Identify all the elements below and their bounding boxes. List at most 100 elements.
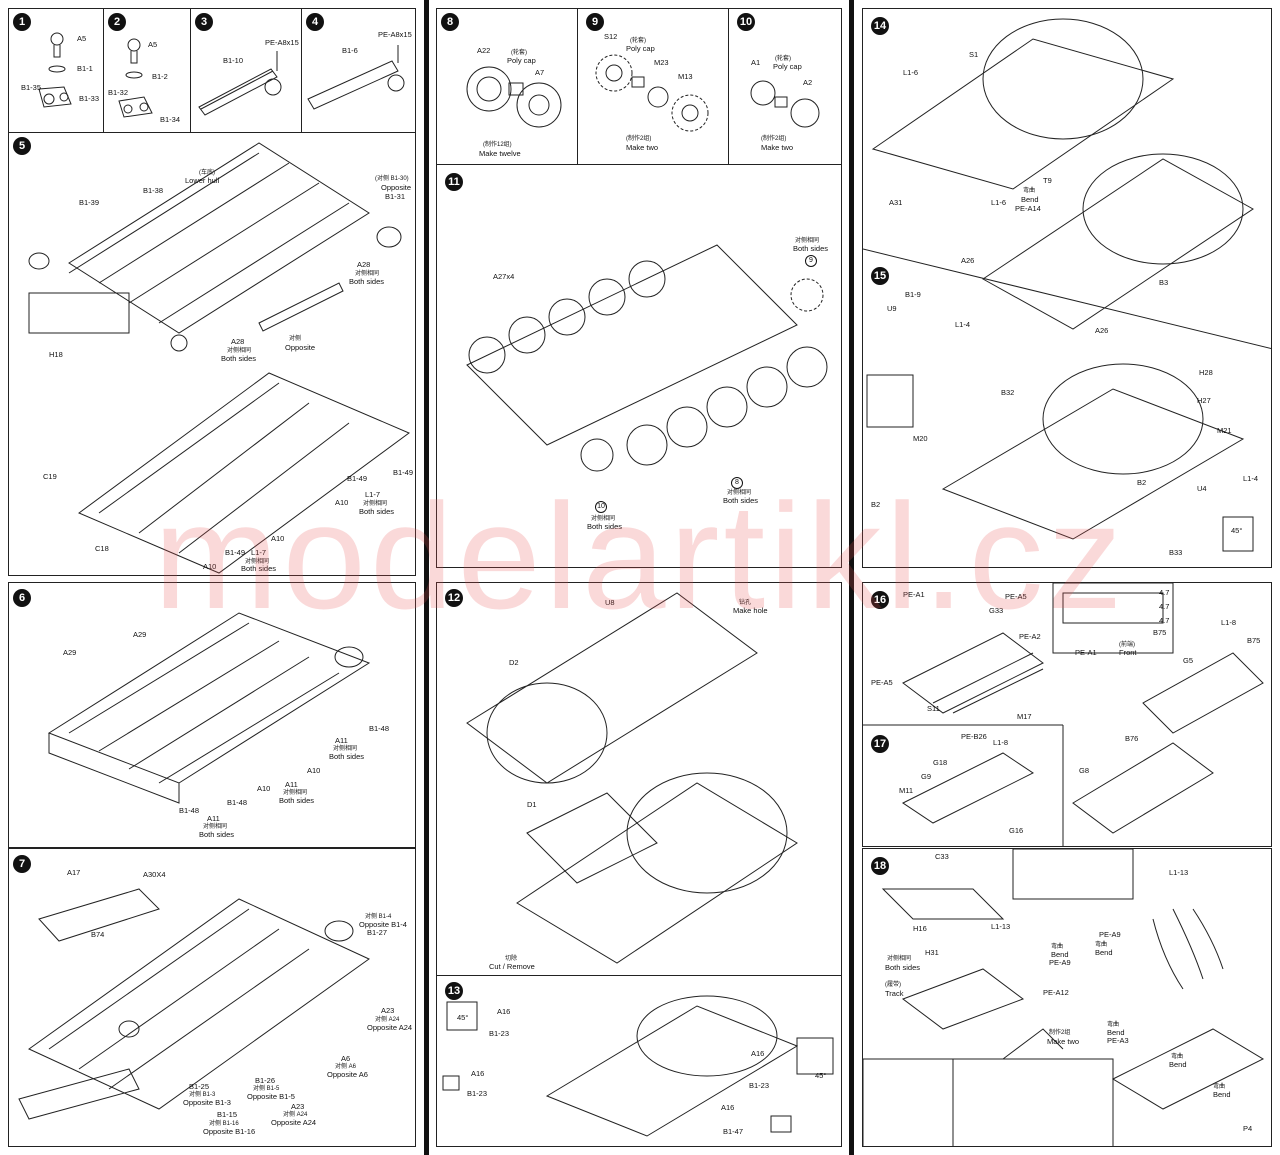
part-label: D2 xyxy=(509,658,519,667)
part-label: (车底) xyxy=(199,170,215,176)
part-label: Track xyxy=(885,989,904,998)
part-label: L1-6 xyxy=(903,68,919,77)
part-label: H28 xyxy=(1199,368,1213,377)
part-label: G8 xyxy=(1079,766,1090,775)
column-divider-right xyxy=(849,0,854,1155)
step-4-drawing xyxy=(307,45,405,110)
part-label: L1-4 xyxy=(955,320,971,329)
step-number: 2 xyxy=(108,13,126,31)
part-label: PE-A1 xyxy=(1075,648,1097,657)
part-label: PE-A12 xyxy=(1043,988,1069,997)
part-label: A26 xyxy=(961,256,975,265)
step-ref-8: 8 xyxy=(731,477,743,489)
step-5-panel: 5 (车底) Lower hull B1-38 B1-39 (对侧 B1-30)… xyxy=(8,132,416,576)
part-label: Bend xyxy=(1169,1060,1187,1069)
part-label: H31 xyxy=(925,948,939,957)
part-label: L1-7 xyxy=(251,548,267,557)
step-2-panel: 2 A5 B1-2 B1-32 B1-34 xyxy=(103,8,191,133)
part-label: U4 xyxy=(1197,484,1207,493)
part-label: M13 xyxy=(678,72,693,81)
part-label: S11 xyxy=(927,704,940,713)
part-label: B1-49 xyxy=(393,468,414,477)
step-7-drawing xyxy=(18,888,370,1120)
part-label: A10 xyxy=(335,498,349,507)
part-label: G33 xyxy=(989,606,1004,615)
part-label: B1-34 xyxy=(160,115,181,124)
step-4-panel: 4 PE-A8x15 B1-6 xyxy=(301,8,416,133)
step-18-panel: 18 C33 H16 L1-13 H31 对侧相同 Both sides (履带… xyxy=(862,848,1272,1147)
part-label: (轮套) xyxy=(630,38,646,44)
part-label: B1-9 xyxy=(905,290,921,299)
part-label: G18 xyxy=(933,758,948,767)
part-label: A23 xyxy=(381,1006,395,1015)
step-14-15-panel: 14 S1 L1-6 L1-6 A31 弯曲 Bend T9 PE-A14 A2… xyxy=(862,8,1272,568)
part-label: 对侧 B1-5 xyxy=(253,1086,280,1092)
part-label: B1-25 xyxy=(189,1082,210,1091)
part-label: L1-8 xyxy=(1221,618,1237,627)
step-13-panel: 13 A16 B1-23 A16 B1-23 A16 B1-23 A16 B1-… xyxy=(436,975,842,1147)
part-label: Lower hull xyxy=(185,176,220,185)
part-label: 对侧相同 xyxy=(887,956,912,962)
part-label: 对侧 A24 xyxy=(283,1112,308,1118)
part-label: A26 xyxy=(1095,326,1109,335)
part-label: A16 xyxy=(721,1103,735,1112)
part-label: B1-32 xyxy=(108,88,129,97)
part-label: 钻孔 xyxy=(739,600,752,606)
part-label: B1-1 xyxy=(77,64,93,73)
part-label: B1-39 xyxy=(79,198,100,207)
part-label: 弯曲 xyxy=(1171,1054,1184,1060)
part-label: Both sides xyxy=(221,354,257,363)
step-10-panel: 10 A1 (轮套) Poly cap A2 (制作2组) Make two xyxy=(728,8,842,165)
part-label: Both sides xyxy=(723,496,759,505)
part-label: Front xyxy=(1119,648,1137,657)
part-label: Poly cap xyxy=(773,62,802,71)
step-number: 4 xyxy=(306,13,324,31)
step-5-drawing xyxy=(28,142,410,574)
part-label: P4 xyxy=(1243,1124,1253,1133)
step-8-drawing xyxy=(466,66,562,128)
part-label: PE-A8x15 xyxy=(378,30,412,39)
part-label: B74 xyxy=(91,930,105,939)
part-label: PE-A5 xyxy=(1005,592,1027,601)
step-number: 9 xyxy=(586,13,604,31)
part-label: Opposite B1-16 xyxy=(203,1127,256,1136)
part-label: 弯曲 xyxy=(1107,1022,1120,1028)
part-label: 对侧 A24 xyxy=(375,1017,400,1023)
part-label: M11 xyxy=(899,786,914,795)
part-label: B1-10 xyxy=(223,56,244,65)
part-label: B1-49 xyxy=(347,474,368,483)
part-label: B3 xyxy=(1159,278,1169,287)
step-11-panel: 11 A27x4 对侧相同 Both sides 9 8 对侧相同 Both s… xyxy=(436,164,842,568)
part-label: B1-23 xyxy=(489,1029,510,1038)
part-label: D1 xyxy=(527,800,537,809)
part-label: (轮套) xyxy=(775,56,791,62)
part-label: C18 xyxy=(95,544,109,553)
part-label: Make hole xyxy=(733,606,768,615)
part-label: Both sides xyxy=(329,752,365,761)
part-label: Both sides xyxy=(241,564,277,573)
part-label: B2 xyxy=(871,500,881,509)
part-label: (履带) xyxy=(885,982,901,988)
part-label: M21 xyxy=(1217,426,1232,435)
part-label: 对侧 B1-16 xyxy=(209,1121,239,1127)
part-label: Both sides xyxy=(199,830,235,839)
part-label: 对侧 A6 xyxy=(335,1064,357,1070)
part-label: (制作12组) xyxy=(483,142,512,148)
part-label: A23 xyxy=(291,1102,305,1111)
part-label: A10 xyxy=(271,534,285,543)
part-label: H18 xyxy=(49,350,63,359)
part-label: 弯曲 xyxy=(1023,188,1036,194)
part-label: A2 xyxy=(803,78,813,87)
part-label: Bend xyxy=(1095,948,1113,957)
part-label: Opposite xyxy=(285,343,316,352)
part-label: Opposite A24 xyxy=(271,1118,317,1127)
part-label: Both sides xyxy=(793,244,829,253)
step-number: 10 xyxy=(737,13,755,31)
part-label: B33 xyxy=(1169,548,1183,557)
part-label: 制作2组 xyxy=(1049,1030,1071,1036)
part-label: A5 xyxy=(148,40,158,49)
step-12-drawing xyxy=(466,592,798,964)
column-divider-left xyxy=(424,0,429,1155)
step-7-panel: 7 A17 A30X4 对侧 B1-4 Opposite B1-4 B1-27 … xyxy=(8,848,416,1147)
part-label: L1-6 xyxy=(991,198,1007,207)
